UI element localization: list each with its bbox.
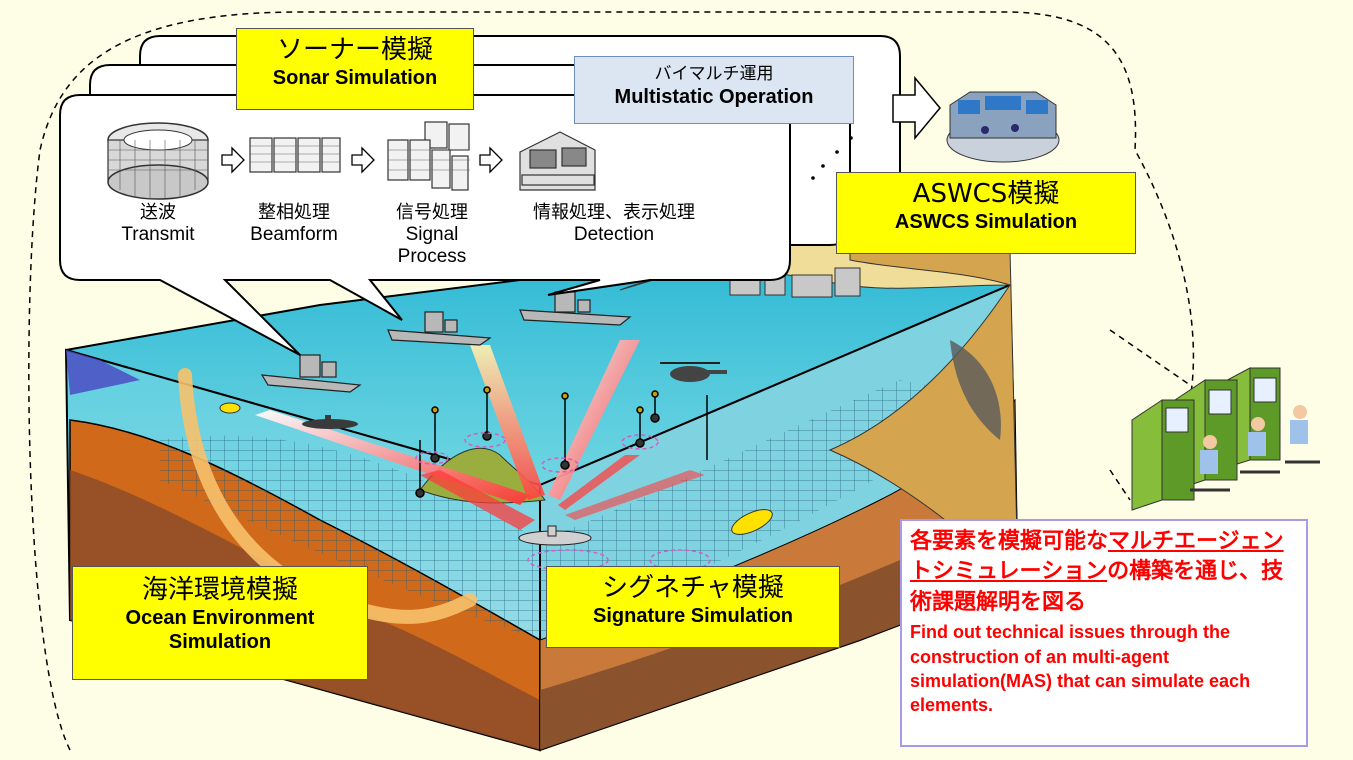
- step-beamform: 整相処理 Beamform: [236, 202, 352, 246]
- step-beamform-jp: 整相処理: [258, 202, 330, 223]
- uuv: [731, 509, 773, 535]
- signature-simulation-jp: シグネチャ模擬: [602, 573, 784, 603]
- server-rack-icon: [387, 121, 470, 191]
- step-transmit-en: Transmit: [121, 223, 195, 245]
- sonar-simulation-label: ソーナー模擬 Sonar Simulation: [236, 28, 474, 110]
- multistatic-operation-jp: バイマルチ運用: [654, 64, 774, 84]
- signature-simulation-en: Signature Simulation: [592, 605, 794, 628]
- sonar-beam: [565, 470, 705, 520]
- ocean-environment-jp: 海洋環境模擬: [141, 575, 298, 605]
- step-transmit-jp: 送波: [140, 202, 176, 223]
- step-beamform-en: Beamform: [250, 223, 338, 245]
- flow-arrow-icon: [221, 146, 245, 174]
- step-transmit: 送波 Transmit: [100, 202, 216, 246]
- step-signal-process-en1: Signal: [405, 223, 459, 245]
- summary-jp-pre: 各要素を模擬可能な: [910, 529, 1109, 554]
- summary-en: Find out technical issues through the co…: [910, 622, 1251, 716]
- multistatic-operation-label: バイマルチ運用 Multistatic Operation: [574, 56, 854, 124]
- flow-arrow-icon: [479, 146, 503, 174]
- aswcs-simulation-label: ASWCS模擬 ASWCS Simulation: [836, 172, 1136, 254]
- summary-jp: 各要素を模擬可能なマルチエージェントシミュレーションの構築を通じ、技術課題解明を…: [910, 527, 1300, 618]
- helicopter: [660, 362, 727, 382]
- step-detection-jp: 情報処理、表示処理: [533, 202, 695, 223]
- flow-arrow-icon: [351, 146, 375, 174]
- step-signal-process-jp: 信号処理: [396, 202, 468, 223]
- sonobuoys: [415, 386, 708, 498]
- sonar-beam: [420, 470, 535, 530]
- sonar-simulation-jp: ソーナー模擬: [276, 35, 433, 65]
- summary-jp-underlined: マルチエージェントシミュレーション: [910, 529, 1284, 585]
- multistatic-operation-en: Multistatic Operation: [614, 86, 814, 109]
- ocean-environment-en2: Simulation: [168, 631, 272, 654]
- aswcs-room-icon: [946, 91, 1060, 163]
- signature-simulation-label: シグネチャ模擬 Signature Simulation: [546, 566, 840, 648]
- summary-jp-post: の構築を通じ、技術課題解明を図る: [910, 559, 1284, 615]
- sonar-console-icon: [519, 131, 596, 191]
- uuv: [219, 402, 241, 414]
- submarines: [302, 415, 592, 546]
- step-signal-process-en2: Process: [397, 246, 467, 268]
- aswcs-simulation-en: ASWCS Simulation: [894, 211, 1078, 234]
- aswcs-simulation-jp: ASWCS模擬: [912, 179, 1060, 209]
- surface-ships: [260, 291, 632, 393]
- sonar-beam: [558, 455, 640, 510]
- summary-box: 各要素を模擬可能なマルチエージェントシミュレーションの構築を通じ、技術課題解明を…: [900, 519, 1308, 747]
- ocean-environment-label: 海洋環境模擬 Ocean Environment Simulation: [72, 566, 368, 680]
- step-detection-en: Detection: [573, 223, 655, 245]
- step-detection: 情報処理、表示処理 Detection: [494, 202, 734, 246]
- sonar-beam: [470, 345, 545, 500]
- transducer-array-icon: [107, 122, 209, 200]
- continuation-dots: [811, 136, 853, 180]
- operator-consoles-icon: [1131, 367, 1320, 511]
- ocean-environment-en1: Ocean Environment: [125, 607, 315, 630]
- sonar-simulation-en: Sonar Simulation: [272, 67, 438, 90]
- output-arrow-icon: [892, 75, 941, 141]
- processor-rack-icon: [249, 137, 341, 173]
- step-signal-process: 信号処理 Signal Process: [374, 202, 490, 269]
